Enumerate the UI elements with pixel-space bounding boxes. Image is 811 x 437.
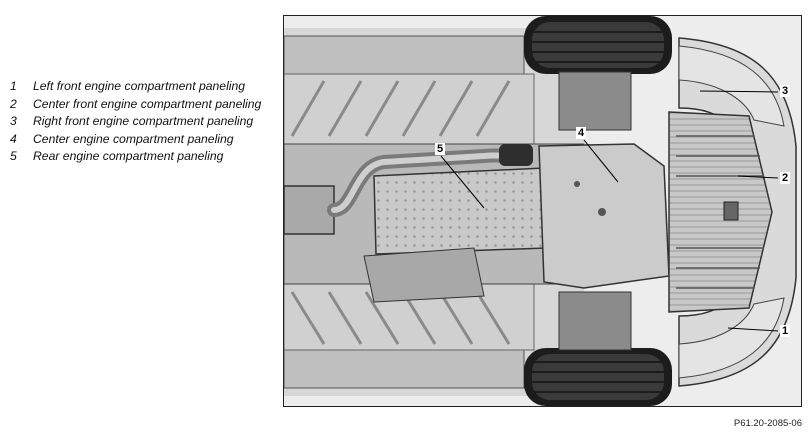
leader-line-4 [583, 139, 619, 183]
figure-code: P61.20-2085-06 [733, 418, 802, 429]
callout-3: 3 [780, 85, 791, 97]
callout-2: 2 [780, 172, 791, 184]
callout-5: 5 [435, 143, 446, 155]
legend-number: 1 [10, 79, 17, 93]
legend-number: 3 [10, 114, 17, 128]
underbody-illustration: 5 4 3 2 1 [283, 15, 802, 407]
legend-item-5: 5 Rear engine compartment paneling [10, 149, 261, 167]
legend-text: Rear engine compartment paneling [33, 149, 224, 163]
legend-item-1: 1 Left front engine compartment paneling [10, 79, 261, 97]
leader-line-5 [440, 155, 485, 209]
callout-4: 4 [576, 127, 587, 139]
leader-line-3 [699, 90, 779, 93]
legend-text: Left front engine compartment paneling [33, 79, 246, 93]
leader-line-2 [737, 175, 779, 179]
legend-text: Right front engine compartment paneling [33, 114, 254, 128]
front-wheel-top [524, 16, 672, 131]
leader-line-1 [727, 327, 779, 332]
legend-number: 5 [10, 149, 17, 163]
legend-number: 2 [10, 96, 17, 111]
underbody-drawing [284, 16, 801, 406]
legend-item-3: 3 Right front engine compartment paneling [10, 114, 261, 132]
legend-item-4: 4 Center engine compartment paneling [10, 132, 261, 150]
legend-text: Center engine compartment paneling [33, 131, 234, 146]
front-wheel-bottom [524, 291, 672, 406]
legend-text: Center front engine compartment paneling [33, 96, 262, 111]
legend-item-2: 2 Center front engine compartment panelin… [10, 97, 261, 115]
callout-1: 1 [780, 325, 791, 337]
legend-number: 4 [10, 131, 17, 146]
